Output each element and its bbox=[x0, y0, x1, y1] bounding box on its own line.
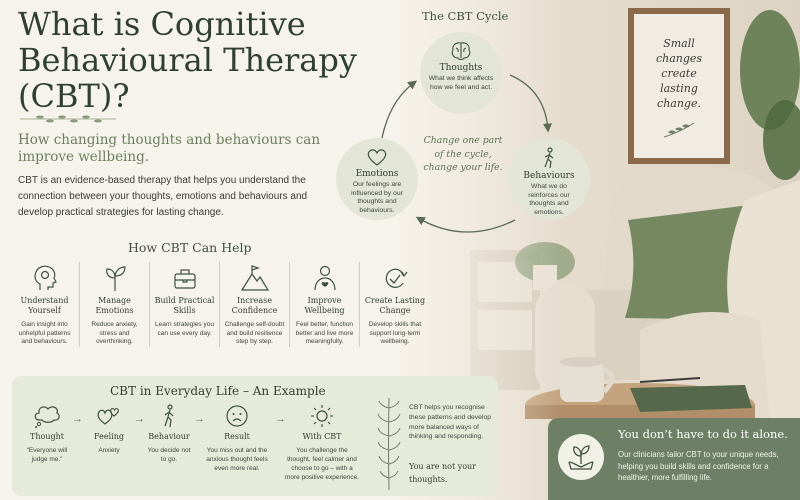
example-label: Behaviour bbox=[148, 432, 190, 441]
help-label: Build Practical Skills bbox=[154, 296, 215, 315]
heart-icon bbox=[367, 149, 387, 166]
fern-icon bbox=[377, 397, 401, 491]
example-desc: You miss out and the anxious thought fee… bbox=[206, 447, 268, 472]
support-title: You don’t have to do it alone. bbox=[618, 427, 788, 441]
example-panel bbox=[12, 376, 498, 496]
help-list: Understand Yourself Gain insight into un… bbox=[10, 262, 430, 347]
sprig-divider-icon bbox=[20, 115, 116, 123]
arrow-right-icon: → bbox=[275, 413, 286, 425]
example-note: CBT helps you recognise these patterns a… bbox=[409, 404, 492, 441]
example-label: With CBT bbox=[302, 432, 342, 441]
hands-sprout-icon bbox=[558, 434, 604, 480]
example-desc: You decide not to go. bbox=[147, 447, 191, 463]
example-step-feeling: Feeling Anxiety bbox=[86, 404, 132, 455]
brain-icon bbox=[451, 42, 471, 61]
help-label: Create Lasting Change bbox=[364, 296, 426, 315]
walking-person-icon bbox=[544, 147, 554, 169]
thought-bubble-icon bbox=[34, 406, 60, 428]
frame-quote: Small changes create lasting change. bbox=[655, 37, 703, 110]
example-title: CBT in Everyday Life – An Example bbox=[110, 384, 326, 398]
arrow-right-icon: → bbox=[194, 413, 205, 425]
node-desc: What we do reinforces our thoughts and e… bbox=[528, 183, 570, 216]
page-title: What is Cognitive Behavioural Therapy (C… bbox=[18, 5, 357, 115]
example-step-thought: Thought “Everyone will judge me.” bbox=[20, 404, 74, 464]
example-step-behaviour: Behaviour You decide not to go. bbox=[146, 404, 192, 464]
help-desc: Feel better, function better and live mo… bbox=[295, 321, 354, 345]
wall-frame: Small changes create lasting change. bbox=[628, 8, 730, 164]
help-label: Manage Emotions bbox=[95, 296, 134, 315]
sun-icon bbox=[311, 405, 333, 427]
frame-canvas: Small changes create lasting change. bbox=[634, 14, 724, 158]
cycle-center-text: Change one part of the cycle, change you… bbox=[423, 135, 503, 173]
example-label: Result bbox=[224, 432, 250, 441]
page-subtitle: How changing thoughts and behaviours can… bbox=[18, 132, 321, 165]
arrow-right-icon: → bbox=[72, 413, 83, 425]
toolbox-icon bbox=[173, 269, 196, 289]
hearts-icon bbox=[97, 408, 119, 425]
cycle-node-thoughts: Thoughts What we think affects how we fe… bbox=[420, 32, 502, 114]
leaf-sprig-icon bbox=[663, 122, 695, 138]
help-desc: Reduce anxiety, stress and overthinking. bbox=[91, 321, 138, 345]
node-desc: What we think affects how we feel and ac… bbox=[428, 75, 494, 91]
cycle-arrows bbox=[381, 74, 553, 233]
help-item: Manage Emotions Reduce anxiety, stress a… bbox=[80, 262, 150, 347]
help-label: Understand Yourself bbox=[20, 296, 69, 315]
sprout-icon bbox=[105, 266, 126, 291]
sad-face-icon bbox=[226, 405, 248, 427]
intro-text: CBT is an evidence-based therapy that he… bbox=[18, 175, 308, 218]
help-desc: Challenge self-doubt and build resilienc… bbox=[224, 321, 285, 345]
example-label: Feeling bbox=[94, 432, 124, 441]
cycle-node-behaviours: Behaviours What we do reinforces our tho… bbox=[508, 138, 590, 220]
example-label: Thought bbox=[30, 432, 64, 441]
help-label: Increase Confidence bbox=[231, 296, 278, 315]
node-title: Emotions bbox=[355, 169, 399, 179]
cycle-title: The CBT Cycle bbox=[422, 9, 509, 23]
help-desc: Develop skills that support long-term we… bbox=[368, 321, 422, 345]
help-section-title: How CBT Can Help bbox=[128, 240, 252, 255]
example-desc: Anxiety bbox=[98, 447, 120, 454]
help-label: Improve Wellbeing bbox=[304, 296, 345, 315]
walking-icon bbox=[164, 404, 174, 428]
help-desc: Learn strategies you can use every day. bbox=[155, 321, 214, 337]
help-item: Improve Wellbeing Feel better, function … bbox=[290, 262, 360, 347]
node-title: Thoughts bbox=[439, 63, 483, 73]
arrow-right-icon: → bbox=[134, 413, 145, 425]
help-item: Build Practical Skills Learn strategies … bbox=[150, 262, 220, 347]
help-item: Increase Confidence Challenge self-doubt… bbox=[220, 262, 290, 347]
node-desc: Our feelings are influenced by our thoug… bbox=[351, 181, 403, 214]
node-title: Behaviours bbox=[523, 171, 575, 181]
help-item: Create Lasting Change Develop skills tha… bbox=[360, 262, 430, 347]
support-desc: Our clinicians tailor CBT to your unique… bbox=[618, 450, 779, 482]
head-gear-icon bbox=[33, 265, 57, 290]
example-desc: You challenge the thought, feel calmer a… bbox=[284, 447, 360, 481]
example-note-emphasis: You are not your thoughts. bbox=[409, 462, 477, 484]
person-heart-icon bbox=[313, 265, 336, 291]
mountain-flag-icon bbox=[240, 265, 269, 291]
example-step-result: Result You miss out and the anxious thou… bbox=[202, 404, 272, 473]
help-item: Understand Yourself Gain insight into un… bbox=[10, 262, 80, 347]
cycle-check-icon bbox=[385, 268, 408, 288]
example-step-with-cbt: With CBT You challenge the thought, feel… bbox=[284, 404, 360, 482]
help-desc: Gain insight into unhelpful patterns and… bbox=[18, 321, 71, 345]
example-desc: “Everyone will judge me.” bbox=[26, 447, 68, 463]
cycle-node-emotions: Emotions Our feelings are influenced by … bbox=[336, 138, 418, 220]
